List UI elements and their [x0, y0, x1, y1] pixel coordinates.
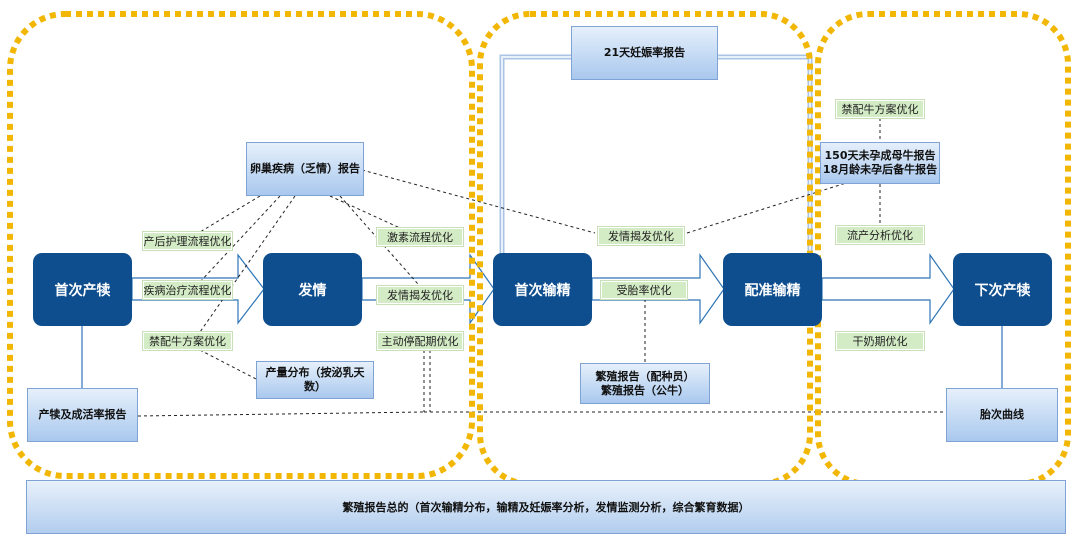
report-21day-pregnancy: 21天妊娠率报告 — [571, 26, 718, 80]
stage-first-insemination: 首次输精 — [493, 253, 592, 326]
opt-abortion-analysis: 流产分析优化 — [836, 226, 924, 244]
zone-insemination — [477, 11, 813, 487]
opt-dry-period: 干奶期优化 — [836, 332, 924, 350]
opt-disease-treatment: 疾病治疗流程优化 — [143, 281, 232, 299]
report-calving-survival: 产犊及成活率报告 — [27, 388, 138, 442]
report-production-distribution: 产量分布（按泌乳天 数） — [256, 361, 374, 399]
opt-voluntary-waiting-period: 主动停配期优化 — [377, 332, 463, 350]
opt-estrus-detection-mid: 发情揭发优化 — [598, 227, 684, 245]
flow-arrow-breeding-to-next — [821, 253, 955, 325]
stage-estrus: 发情 — [263, 253, 362, 326]
dashed-connectors — [137, 118, 948, 417]
opt-no-breed-plan-left: 禁配牛方案优化 — [143, 332, 232, 350]
report-ovary-disease: 卵巢疾病（乏情）报告 — [246, 142, 364, 196]
report-parity-curve: 胎次曲线 — [946, 388, 1058, 442]
opt-postpartum-care: 产后护理流程优化 — [143, 232, 232, 250]
opt-conception-rate: 受胎率优化 — [601, 281, 687, 299]
stage-breeding-insemination: 配准输精 — [723, 253, 822, 326]
zone-calving-to-estrus — [7, 11, 475, 479]
report-open-cows: 150天未孕成母牛报告 18月龄未孕后备牛报告 — [820, 142, 940, 184]
stage-first-calving: 首次产犊 — [33, 253, 132, 326]
opt-hormone-protocol: 激素流程优化 — [377, 228, 463, 246]
opt-no-breed-plan-right: 禁配牛方案优化 — [836, 100, 924, 118]
stage-next-calving: 下次产犊 — [953, 253, 1052, 326]
report-summary-bar: 繁殖报告总的（首次输精分布，输精及妊娠率分析，发情监测分析，综合繁育数据） — [26, 480, 1066, 534]
report-breeding-staff-bull: 繁殖报告（配种员） 繁殖报告（公牛） — [580, 363, 710, 404]
solid-connectors — [81, 326, 1003, 390]
opt-estrus-detection-left: 发情揭发优化 — [377, 286, 463, 304]
